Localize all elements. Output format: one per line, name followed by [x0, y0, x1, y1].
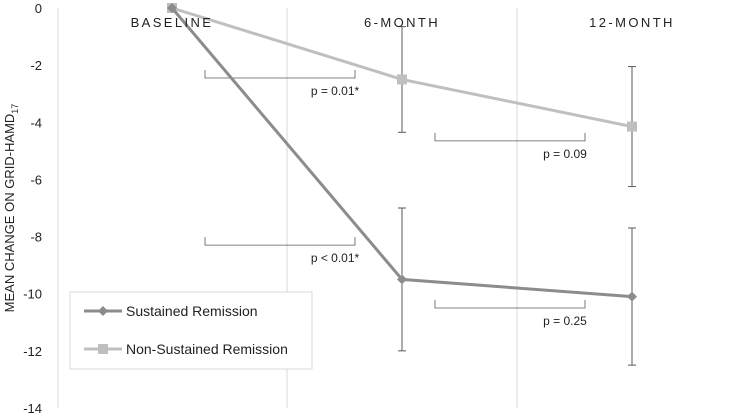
p-value-bracket: p < 0.01*: [204, 237, 360, 265]
series-sustained: [167, 3, 637, 366]
y-tick-label: 0: [35, 1, 42, 16]
p-value-bracket: p = 0.09: [434, 132, 587, 161]
category-label: 12-MONTH: [589, 15, 675, 30]
legend-label: Non-Sustained Remission: [126, 341, 288, 357]
legend-label: Sustained Remission: [126, 303, 258, 319]
legend-item: Non-Sustained Remission: [84, 341, 288, 357]
y-tick-label: -14: [23, 401, 42, 415]
bracket-line: [204, 237, 356, 246]
legend-item: Sustained Remission: [84, 303, 258, 319]
y-tick-label: -4: [30, 115, 42, 130]
bracket-line: [434, 300, 586, 309]
data-point-marker: [627, 291, 637, 302]
bracket-line: [204, 70, 356, 79]
y-tick-label: -2: [30, 58, 42, 73]
category-label: 6-MONTH: [364, 15, 440, 30]
axis-layer: 0 -2 -4 -6 -8 -10 -12 -14 MEAN CHANGE ON GRID-HA…: [2, 1, 675, 415]
p-value-annotations: p = 0.01* p = 0.09 p < 0.01* p = 0.25: [204, 70, 587, 328]
category-label: BASELINE: [131, 15, 214, 30]
y-tick-label: -8: [30, 230, 42, 245]
y-tick-label: -10: [23, 287, 42, 302]
p-value-label: p = 0.09: [543, 147, 587, 161]
legend-swatch-marker: [98, 306, 108, 316]
data-point-marker: [397, 74, 407, 85]
p-value-bracket: p = 0.25: [434, 300, 587, 328]
y-axis-title-subscript: 17: [10, 104, 20, 114]
bracket-line: [434, 132, 586, 142]
p-value-bracket: p = 0.01*: [204, 70, 360, 98]
series-layer: [167, 3, 637, 366]
p-value-label: p = 0.01*: [311, 84, 360, 98]
data-point-marker: [167, 3, 177, 13]
data-point-marker: [627, 121, 637, 132]
y-tick-label: -12: [23, 344, 42, 359]
y-tick-label: -6: [30, 172, 42, 187]
p-value-label: p < 0.01*: [311, 251, 360, 265]
y-axis-title-main: MEAN CHANGE ON GRID-HAMD: [2, 114, 17, 313]
legend-box: [69, 291, 313, 370]
legend-swatch-marker: [98, 344, 108, 354]
data-point-marker: [397, 274, 407, 285]
y-axis-title: MEAN CHANGE ON GRID-HAMD17: [2, 104, 20, 313]
p-value-label: p = 0.25: [543, 314, 587, 328]
